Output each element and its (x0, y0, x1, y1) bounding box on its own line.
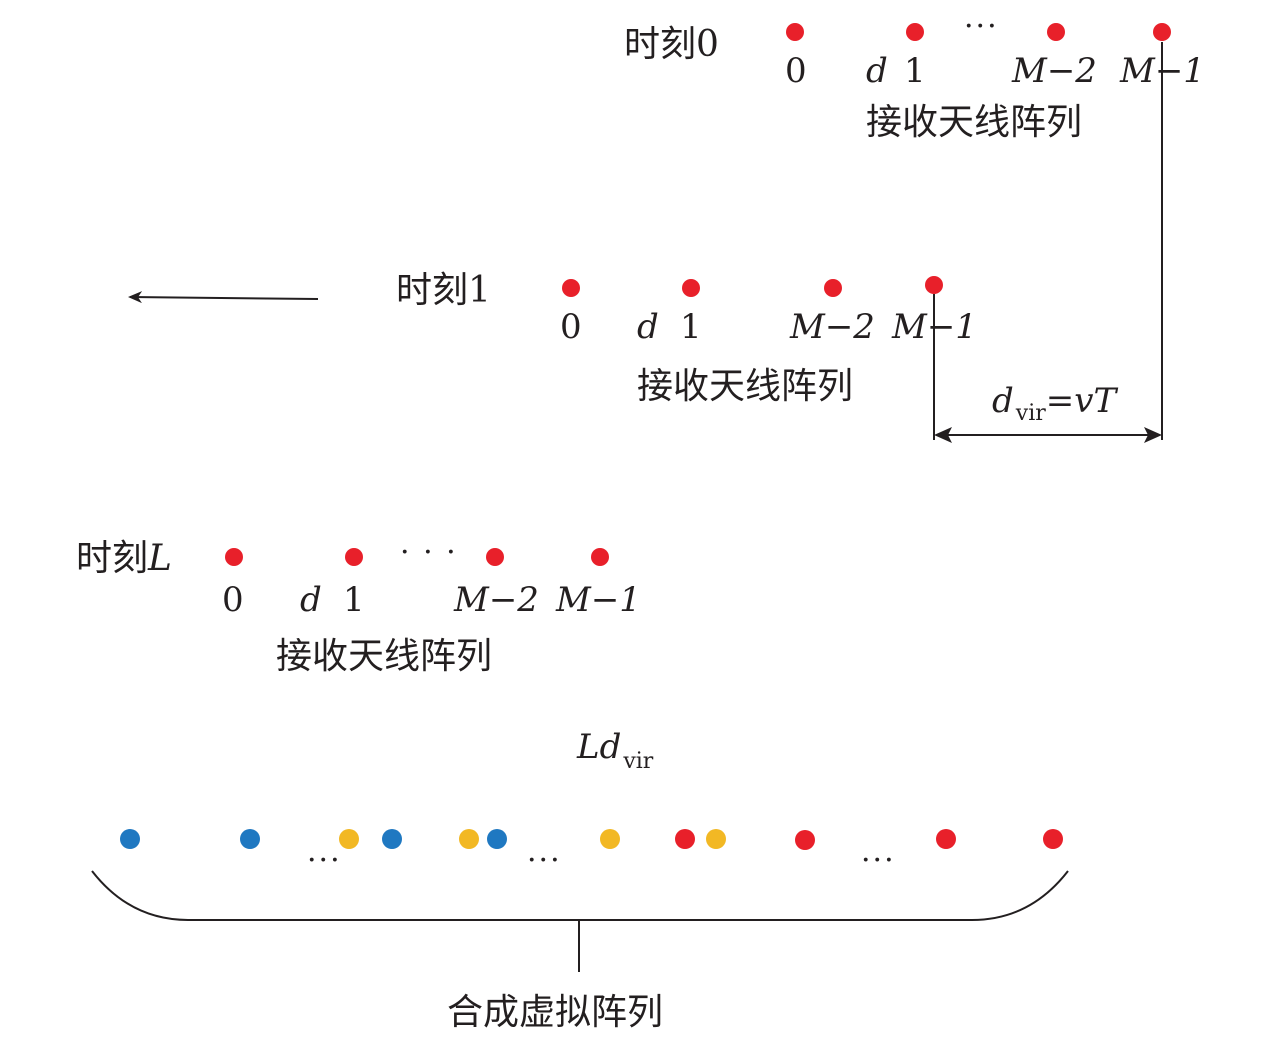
ellipsis-1: ··· (307, 843, 342, 878)
dvir-equals: = (1046, 381, 1075, 421)
dvir-d: d (992, 381, 1014, 421)
index-0: 0 (560, 307, 582, 347)
time-1-label: 时刻1 (396, 270, 491, 311)
index-m-minus-1: M−1 (555, 580, 641, 620)
antenna-dot-m1 (591, 548, 609, 566)
index-0: 0 (222, 580, 244, 620)
synthetic-virtual-array: Ldvir ··· ··· ··· 合成虚拟阵列 (91, 727, 1069, 1033)
row-time-1: 时刻1 0 d 1 M−2 M−1 接收天线阵列 (128, 270, 977, 407)
length-d: d (600, 727, 622, 767)
index-1: 1 (343, 580, 365, 620)
antenna-dot-1 (345, 548, 363, 566)
motion-arrow (128, 291, 319, 304)
synthetic-array-brace (91, 870, 1069, 921)
time-L-var: L (147, 538, 172, 579)
antenna-dot-m1 (1153, 23, 1171, 41)
virtual-element-red-dot (1043, 829, 1063, 849)
antenna-dot-0 (225, 548, 243, 566)
time-0-label: 时刻0 (624, 24, 719, 65)
ellipsis-3: ··· (861, 843, 896, 878)
dvir-subscript: vir (1015, 401, 1046, 426)
time-L-prefix: 时刻 (76, 538, 148, 579)
antenna-dot-m2 (1047, 23, 1065, 41)
virtual-element-yellow-dot (706, 829, 726, 849)
index-0: 0 (785, 51, 807, 91)
length-L: L (576, 727, 600, 767)
spacing-d: d (637, 307, 659, 347)
ellipsis: · · · (400, 535, 458, 570)
virtual-element-red-dot (936, 829, 956, 849)
index-1: 1 (680, 307, 702, 347)
virtual-element-red-dot (675, 829, 695, 849)
array-label: 接收天线阵列 (637, 366, 853, 407)
virtual-element-blue-dot (487, 829, 507, 849)
antenna-dot-1 (682, 279, 700, 297)
dvir-formula: dvir=vT (992, 381, 1118, 426)
virtual-element-red-dot (795, 830, 815, 850)
dimension-arrowhead-right (1144, 427, 1162, 443)
dimension-arrowhead-left (934, 427, 952, 443)
antenna-dot-m2 (486, 548, 504, 566)
array-length-label: Ldvir (576, 727, 654, 774)
dvir-v: v (1074, 381, 1093, 421)
virtual-element-blue-dot (240, 829, 260, 849)
antenna-dot-1 (906, 23, 924, 41)
time-L-label: 时刻L (76, 538, 172, 579)
virtual-element-yellow-dot (339, 829, 359, 849)
row-time-0: 时刻0 ··· 0 d 1 M−2 M−1 接收天线阵列 (624, 9, 1205, 143)
synthetic-dots (120, 829, 1063, 850)
index-m-minus-2: M−2 (453, 580, 539, 620)
length-subscript: vir (622, 749, 653, 774)
synthetic-array-label: 合成虚拟阵列 (447, 992, 663, 1033)
spacing-d: d (300, 580, 322, 620)
antenna-dot-m2 (824, 279, 842, 297)
row-time-L: 时刻L · · · 0 d 1 M−2 M−1 接收天线阵列 (76, 535, 641, 677)
index-1: 1 (904, 51, 926, 91)
array-label: 接收天线阵列 (276, 636, 492, 677)
antenna-dot-0 (786, 23, 804, 41)
virtual-spacing-dimension: dvir=vT (933, 42, 1163, 443)
virtual-element-blue-dot (120, 829, 140, 849)
spacing-d: d (866, 51, 888, 91)
array-label: 接收天线阵列 (866, 102, 1082, 143)
antenna-dot-0 (562, 279, 580, 297)
antenna-dot-m1 (925, 276, 943, 294)
virtual-element-yellow-dot (600, 829, 620, 849)
dvir-T: T (1093, 381, 1118, 421)
virtual-element-yellow-dot (459, 829, 479, 849)
ellipsis: ··· (964, 9, 999, 44)
virtual-element-blue-dot (382, 829, 402, 849)
index-m-minus-2: M−2 (789, 307, 875, 347)
index-m-minus-2: M−2 (1011, 51, 1097, 91)
ellipsis-2: ··· (527, 843, 562, 878)
